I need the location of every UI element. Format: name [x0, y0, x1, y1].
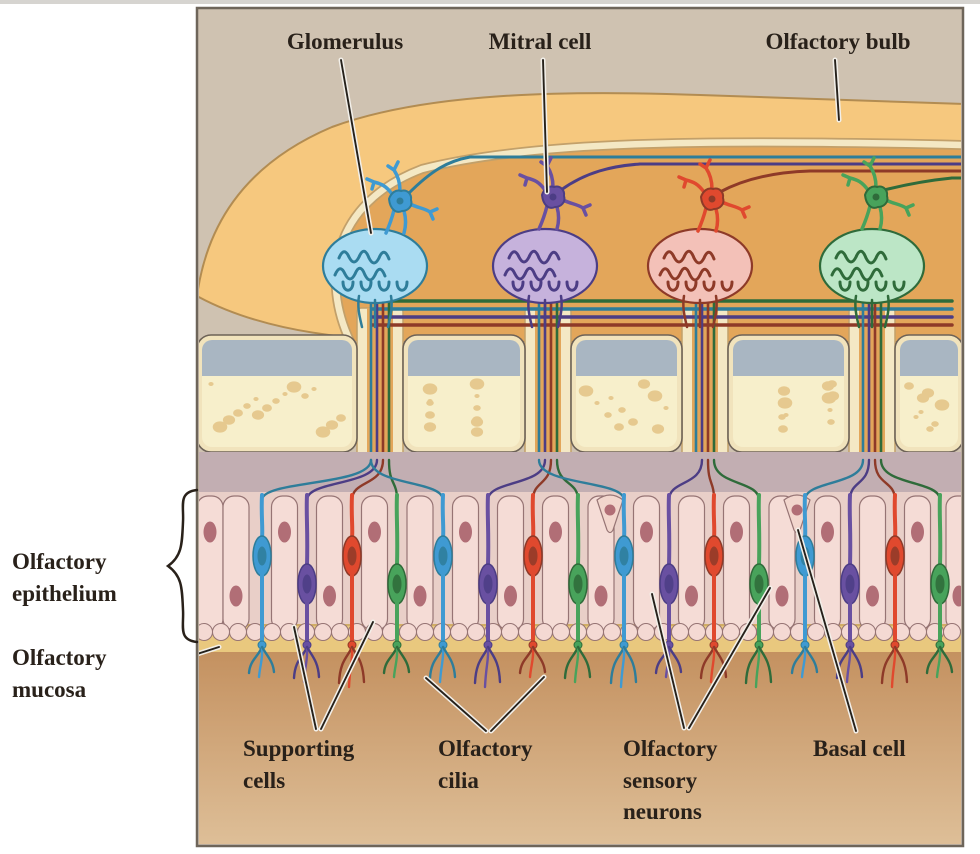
glomerulus-green	[818, 227, 926, 329]
mitral-cell-blue	[365, 160, 439, 235]
glomerulus-purple	[491, 227, 599, 329]
glomerulus-blue	[321, 227, 429, 329]
axon-bundles	[369, 299, 954, 474]
mitral-cell-red	[677, 158, 751, 233]
cribriform-plate	[199, 334, 961, 453]
basal-cells	[596, 494, 811, 534]
glomeruli	[321, 227, 926, 329]
lamina-propria	[199, 452, 961, 496]
olfactory-sensory-neurons	[247, 493, 954, 689]
mitral-cell-green	[841, 156, 915, 231]
supporting-cells	[199, 495, 961, 631]
top-strip	[0, 0, 980, 4]
epithelium-brace	[165, 488, 199, 644]
figure-art	[199, 57, 961, 844]
leader-lines	[199, 57, 859, 734]
